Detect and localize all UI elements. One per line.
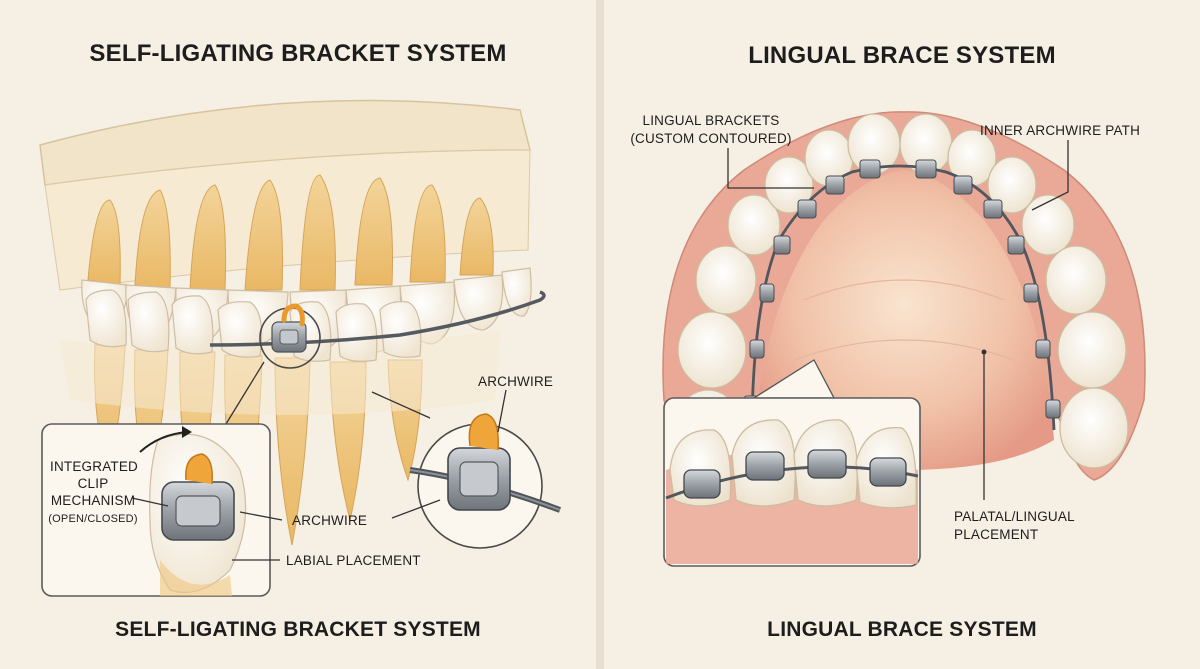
bracket-on-tooth: [271, 303, 307, 353]
right-panel-lingual: LINGUAL BRACE SYSTEM LINGUAL BRACE SYSTE…: [604, 0, 1200, 669]
label-lingual-brackets-line1: LINGUAL BRACKETS: [642, 113, 780, 128]
label-archwire-inset: ARCHWIRE: [292, 513, 368, 528]
left-panel-self-ligating: SELF-LIGATING BRACKET SYSTEM SELF-LIGATI…: [0, 0, 596, 669]
lingual-illustration: [662, 111, 1146, 567]
label-archwire-top: ARCHWIRE: [478, 374, 554, 389]
magnified-bracket: [447, 413, 511, 511]
label-clip-line4: (OPEN/CLOSED): [48, 513, 138, 525]
label-labial-placement: LABIAL PLACEMENT: [286, 553, 421, 568]
right-caption: LINGUAL BRACE SYSTEM: [767, 618, 1037, 641]
self-ligating-illustration: [39, 99, 562, 597]
inset-lingual-brackets: [683, 449, 907, 499]
upper-roots: [87, 174, 494, 291]
right-title: LINGUAL BRACE SYSTEM: [748, 42, 1056, 69]
panel-divider: [596, 0, 604, 669]
left-title: SELF-LIGATING BRACKET SYSTEM: [89, 40, 507, 67]
inset-bracket: [161, 453, 235, 541]
label-inner-archwire-path: INNER ARCHWIRE PATH: [980, 123, 1141, 138]
label-clip-line2: CLIP: [77, 476, 109, 491]
label-clip-line3: MECHANISM: [50, 493, 136, 508]
label-clip-line1: INTEGRATED: [50, 459, 139, 474]
left-caption: SELF-LIGATING BRACKET SYSTEM: [115, 618, 481, 641]
label-lingual-brackets-line2: (CUSTOM CONTOURED): [630, 131, 792, 146]
label-palatal-line1: PALATAL/LINGUAL: [954, 509, 1075, 524]
inner-archwire: [750, 164, 1056, 431]
lingual-brackets: [743, 159, 1061, 419]
label-palatal-line2: PLACEMENT: [954, 527, 1039, 542]
